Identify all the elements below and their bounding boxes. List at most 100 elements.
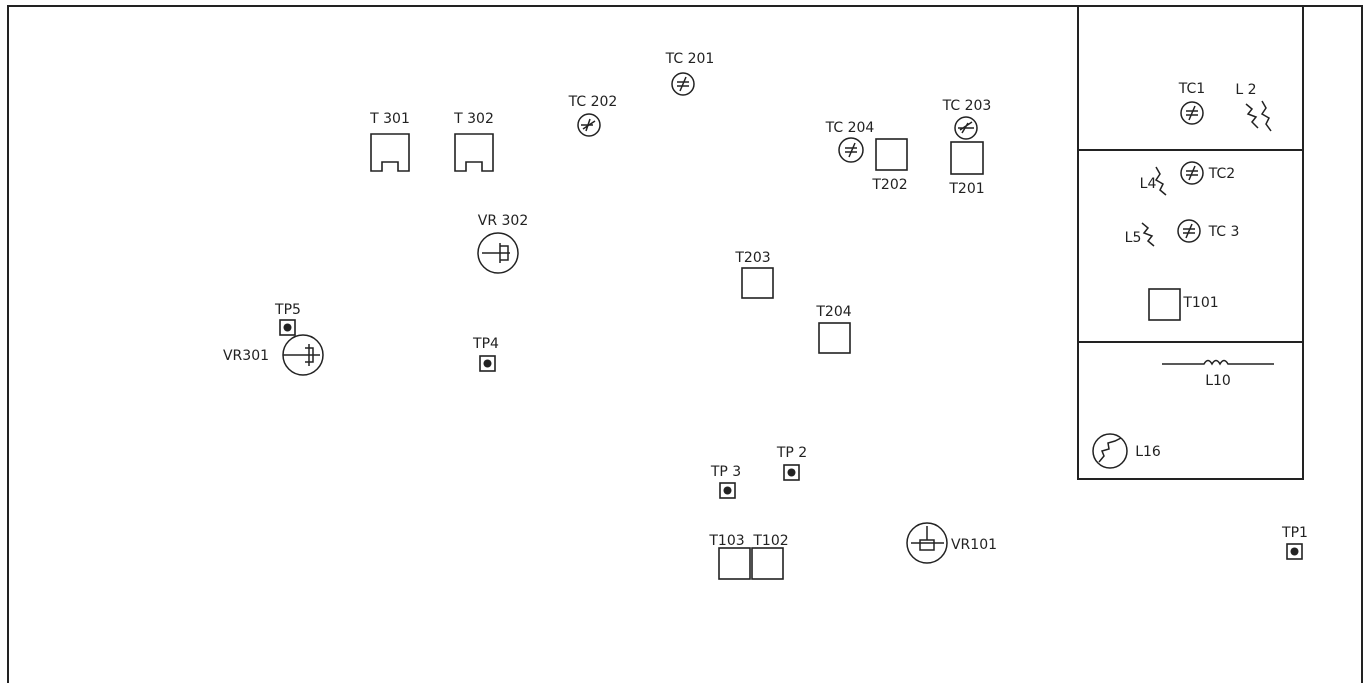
tp3-dot bbox=[723, 486, 732, 495]
t101-body bbox=[1148, 288, 1181, 321]
test-point-tp1: TP1 bbox=[1281, 525, 1308, 560]
vr101-label: VR101 bbox=[951, 537, 997, 553]
tc203-body bbox=[954, 116, 978, 140]
t201-body bbox=[950, 141, 984, 175]
l2-coil bbox=[1245, 103, 1259, 129]
transformer-t301: T 301 bbox=[369, 111, 410, 172]
l4-coil bbox=[1154, 166, 1167, 196]
transformer-t203: T203 bbox=[734, 250, 774, 299]
t202-body bbox=[875, 138, 908, 171]
t302-body bbox=[454, 133, 494, 172]
transformer-t102: T102 bbox=[751, 533, 789, 580]
l5-label: L5 bbox=[1125, 230, 1142, 246]
t201-label: T201 bbox=[948, 181, 984, 197]
t101-label: T101 bbox=[1182, 295, 1218, 311]
trimmer-capacitor-tc2: TC2 bbox=[1180, 161, 1235, 185]
tc201-body bbox=[671, 72, 695, 96]
tc201-symbol bbox=[677, 76, 689, 92]
vr302-label: VR 302 bbox=[478, 213, 528, 229]
trimmer-capacitor-tc3: TC 3 bbox=[1177, 219, 1240, 243]
tc201-label: TC 201 bbox=[665, 51, 715, 67]
inductor-l16: L16 bbox=[1092, 433, 1161, 469]
trimmer-capacitor-tc204: TC 204 bbox=[825, 120, 875, 163]
tc3-symbol bbox=[1183, 223, 1195, 239]
test-point-tp4: TP4 bbox=[472, 336, 499, 372]
variable-resistor-vr302: VR 302 bbox=[477, 213, 528, 274]
transformer-t202: T202 bbox=[871, 138, 908, 193]
transformer-t101: T101 bbox=[1148, 288, 1219, 321]
transformer-t302: T 302 bbox=[453, 111, 494, 172]
tc2-body bbox=[1180, 161, 1204, 185]
tc1-body bbox=[1180, 101, 1204, 125]
t202-label: T202 bbox=[871, 177, 907, 193]
tc204-body bbox=[838, 137, 864, 163]
trimmer-capacitor-tc203: TC 203 bbox=[942, 98, 992, 140]
vr302-body bbox=[477, 232, 519, 274]
tp1-dot bbox=[1290, 547, 1299, 556]
test-point-tp3: TP 3 bbox=[710, 464, 741, 499]
l5-coil bbox=[1141, 222, 1155, 247]
t302-label: T 302 bbox=[453, 111, 494, 127]
board-outline bbox=[7, 5, 1363, 683]
l2-label: L 2 bbox=[1235, 82, 1256, 98]
tc1-label: TC1 bbox=[1178, 81, 1205, 97]
tp4-dot bbox=[483, 359, 492, 368]
variable-resistor-vr301: VR301 bbox=[223, 334, 324, 376]
l4-label: L4 bbox=[1140, 176, 1157, 192]
transformer-t204: T204 bbox=[815, 304, 852, 354]
tp4-label: TP4 bbox=[472, 336, 499, 352]
tc3-label: TC 3 bbox=[1208, 224, 1240, 240]
t204-label: T204 bbox=[815, 304, 851, 320]
vr101-body bbox=[906, 522, 948, 564]
tp2-label: TP 2 bbox=[776, 445, 807, 461]
vr301-label: VR301 bbox=[223, 348, 269, 364]
l16-symbol bbox=[1098, 437, 1122, 463]
test-point-tp5: TP5 bbox=[274, 302, 301, 336]
t102-body bbox=[751, 547, 784, 580]
tc2-symbol bbox=[1186, 165, 1198, 181]
tc204-symbol bbox=[845, 142, 857, 158]
l16-label: L16 bbox=[1135, 444, 1161, 460]
tc202-label: TC 202 bbox=[568, 94, 618, 110]
inductor-l2: L 2 bbox=[1235, 82, 1272, 132]
inductor-l10: L10 bbox=[1162, 359, 1274, 389]
tp3-label: TP 3 bbox=[710, 464, 741, 480]
t103-body bbox=[718, 547, 751, 580]
tc204-label: TC 204 bbox=[825, 120, 875, 136]
transformer-t201: T201 bbox=[948, 141, 985, 197]
l16-body bbox=[1092, 433, 1128, 469]
tc202-symbol bbox=[581, 118, 596, 132]
tp2-dot bbox=[787, 468, 796, 477]
tc202-body bbox=[577, 113, 601, 137]
vr101-symbol bbox=[911, 526, 944, 551]
l10-coil bbox=[1162, 359, 1274, 366]
vr301-symbol bbox=[283, 344, 320, 366]
t203-label: T203 bbox=[734, 250, 770, 266]
shield-frame bbox=[1077, 5, 1304, 480]
t203-body bbox=[741, 267, 774, 299]
t204-body bbox=[818, 322, 851, 354]
trimmer-capacitor-tc1: TC1 bbox=[1178, 81, 1205, 125]
t301-body bbox=[370, 133, 410, 172]
tp5-label: TP5 bbox=[274, 302, 301, 318]
t103-label: T103 bbox=[708, 533, 744, 549]
tc1-symbol bbox=[1186, 105, 1198, 121]
inductor-l5: L5 bbox=[1125, 222, 1155, 247]
tc2-label: TC2 bbox=[1208, 166, 1235, 182]
tc203-symbol bbox=[958, 121, 974, 134]
variable-resistor-vr101: VR101 bbox=[906, 522, 997, 564]
l2-coil-2 bbox=[1260, 100, 1272, 132]
t301-label: T 301 bbox=[369, 111, 410, 127]
test-point-tp2: TP 2 bbox=[776, 445, 807, 481]
trimmer-capacitor-tc201: TC 201 bbox=[665, 51, 715, 96]
tp1-label: TP1 bbox=[1281, 525, 1308, 541]
shield-section bbox=[1077, 5, 1304, 480]
tc3-body bbox=[1177, 219, 1201, 243]
t102-label: T102 bbox=[752, 533, 788, 549]
tc203-label: TC 203 bbox=[942, 98, 992, 114]
l10-label: L10 bbox=[1205, 373, 1231, 389]
inductor-l4: L4 bbox=[1140, 166, 1167, 196]
transformer-t103: T103 bbox=[708, 533, 751, 580]
tp5-dot bbox=[283, 323, 292, 332]
